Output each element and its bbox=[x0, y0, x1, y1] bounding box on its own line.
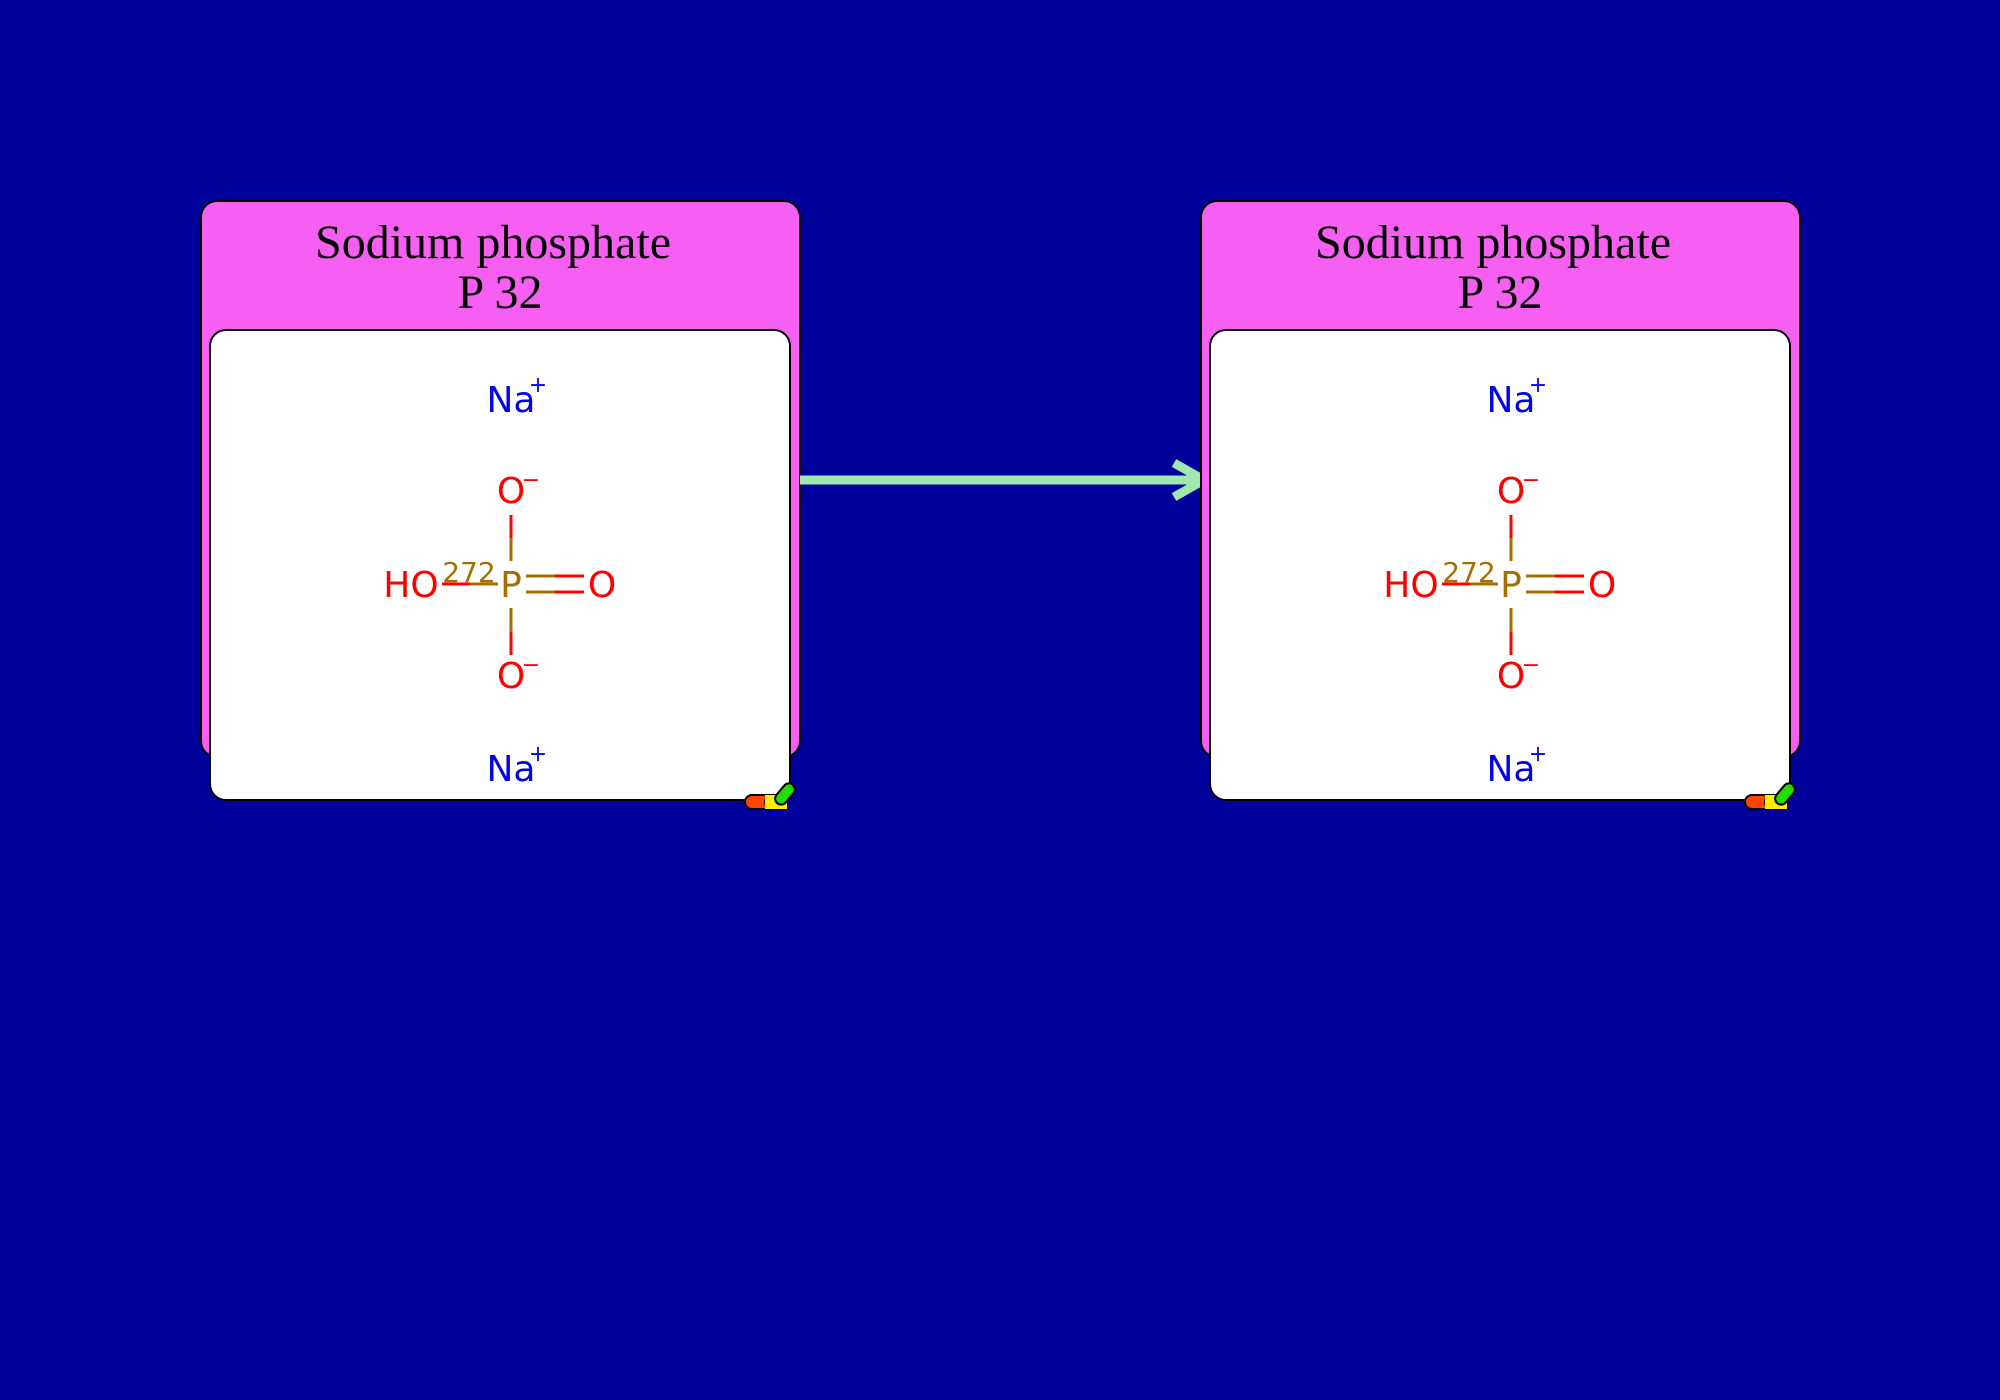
oxygen-bottom-label: O bbox=[1497, 656, 1525, 697]
oxygen-top-label: O bbox=[497, 471, 525, 512]
card-title-line1: Sodium phosphate bbox=[1315, 216, 1671, 269]
sodium-bottom-label: Na bbox=[1487, 749, 1536, 790]
phosphorus-label: P bbox=[500, 565, 522, 606]
sodium-bottom-label: Na bbox=[487, 749, 536, 790]
compound-card-left[interactable]: Sodium phosphate P 32 Na + O − HO 272 P … bbox=[200, 200, 801, 810]
molecule-structure: Na + O − HO 272 P O O − Na + bbox=[1383, 373, 1616, 790]
drug-capsules-icon bbox=[744, 782, 796, 810]
compound-card-right[interactable]: Sodium phosphate P 32 Na + O − HO 272 P … bbox=[1200, 200, 1801, 810]
sodium-top-charge: + bbox=[529, 373, 547, 398]
hydroxyl-label: HO bbox=[383, 565, 438, 606]
phosphorus-label: P bbox=[1500, 565, 1522, 606]
oxygen-top-charge: − bbox=[1522, 468, 1540, 493]
hydroxyl-label: HO bbox=[1383, 565, 1438, 606]
sodium-bottom-charge: + bbox=[1529, 742, 1547, 767]
oxygen-bottom-charge: − bbox=[1522, 653, 1540, 678]
isotope-label: 272 bbox=[442, 556, 495, 589]
card-title-line1: Sodium phosphate bbox=[315, 216, 671, 269]
molecule-structure: Na + O − HO 272 P O O − Na + bbox=[383, 373, 616, 790]
isotope-label: 272 bbox=[1442, 556, 1495, 589]
sodium-top-charge: + bbox=[1529, 373, 1547, 398]
oxygen-bottom-label: O bbox=[497, 656, 525, 697]
card-title-line2: P 32 bbox=[458, 266, 543, 319]
oxygen-top-charge: − bbox=[522, 468, 540, 493]
oxygen-double-label: O bbox=[1588, 565, 1616, 606]
oxygen-top-label: O bbox=[1497, 471, 1525, 512]
oxygen-double-label: O bbox=[588, 565, 616, 606]
sodium-top-label: Na bbox=[487, 380, 536, 421]
structure-panel bbox=[1209, 329, 1791, 801]
sodium-top-label: Na bbox=[1487, 380, 1536, 421]
drug-capsules-icon bbox=[1744, 782, 1796, 810]
structure-panel bbox=[209, 329, 791, 801]
sodium-bottom-charge: + bbox=[529, 742, 547, 767]
card-title-line2: P 32 bbox=[1458, 266, 1543, 319]
oxygen-bottom-charge: − bbox=[522, 653, 540, 678]
